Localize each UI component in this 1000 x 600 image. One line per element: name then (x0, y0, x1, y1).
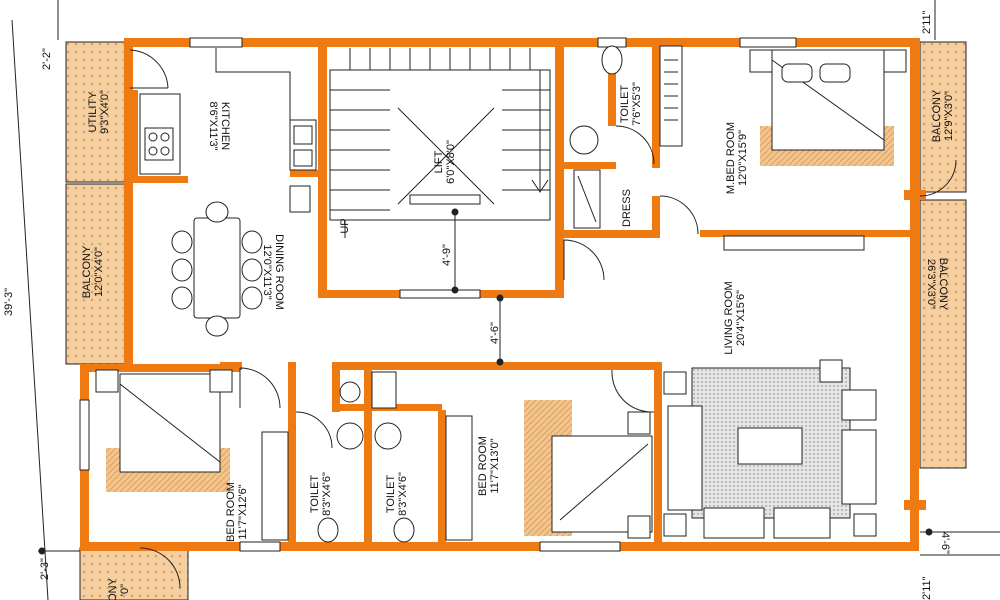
balcony-east (919, 199, 967, 469)
master-bed (723, 49, 907, 251)
dim-top-right: 2'11" (921, 10, 933, 34)
dimension-labels: 2'-2" 2'11" 39'-3" 4'-9" 4'-6" 4'-6" 2'1… (3, 10, 951, 600)
dim-top-left: 2'-2" (41, 48, 53, 70)
lift-shaft (397, 107, 495, 205)
dim-bottom-right: 2'11" (921, 576, 933, 600)
label-utility: UTILITY9'3"X4'0" (87, 90, 111, 134)
label-dining: DINING ROOM12'0"X11'3" (261, 234, 285, 310)
label-balcony-sw: ONY'0" (107, 577, 131, 600)
label-balcony-e: BALCONY26'3"X3'0" (925, 258, 949, 311)
kitchen-fixtures (139, 48, 317, 213)
dim-bottom-right-small: 4'-6" (939, 532, 951, 554)
label-living: LIVING ROOM20'4"X15'6" (723, 281, 747, 354)
staircase (329, 48, 551, 238)
label-bed-sw: BED ROOM11'7"X12'6" (225, 482, 249, 542)
balcony-northeast (919, 41, 967, 193)
balcony-southwest (79, 547, 189, 600)
room-labels: UTILITY9'3"X4'0" KITCHEN8'6"X11'3" LIFT6… (81, 82, 955, 600)
label-toilet-b: TOILET8'3"X4'6" (385, 472, 409, 516)
doors (129, 49, 957, 589)
balcony-west (65, 183, 129, 365)
dim-left-overall: 39'-3" (3, 288, 15, 316)
balconies (65, 41, 967, 600)
label-dress: DRESS (621, 189, 633, 227)
dim-lift-gap: 4'-9" (441, 244, 453, 266)
label-balcony-ne: BALCONY12'9"X3'0" (931, 89, 955, 142)
middle-toilets (317, 371, 473, 543)
label-bed-mid: BED ROOM11'7"X13'0" (477, 436, 501, 496)
master-toilet-fixtures (569, 45, 683, 229)
label-toilet-a: TOILET8'3"X4'6" (309, 472, 333, 516)
dim-passage: 4'-6" (489, 322, 501, 344)
label-lift: LIFT6'0"X8'0" (433, 140, 457, 184)
label-stair-up: UP (339, 218, 351, 233)
living-furniture (663, 359, 877, 539)
label-kitchen: KITCHEN8'6"X11'3" (207, 101, 231, 150)
bed-mid (524, 400, 653, 539)
label-toilet-master: TOILET7'6"X5'3" (619, 82, 643, 126)
dim-bottom-left: 2'-3" (39, 558, 51, 580)
dining-table (171, 201, 263, 337)
bed-sw (95, 369, 289, 541)
utility-area (65, 41, 129, 183)
label-balcony-w: BALCONY12'0"X4'0" (81, 245, 105, 298)
dimension-lines (11, 0, 1000, 600)
label-master-bed: M.BED ROOM12'0"X15'9" (725, 122, 749, 194)
windows (79, 37, 797, 552)
